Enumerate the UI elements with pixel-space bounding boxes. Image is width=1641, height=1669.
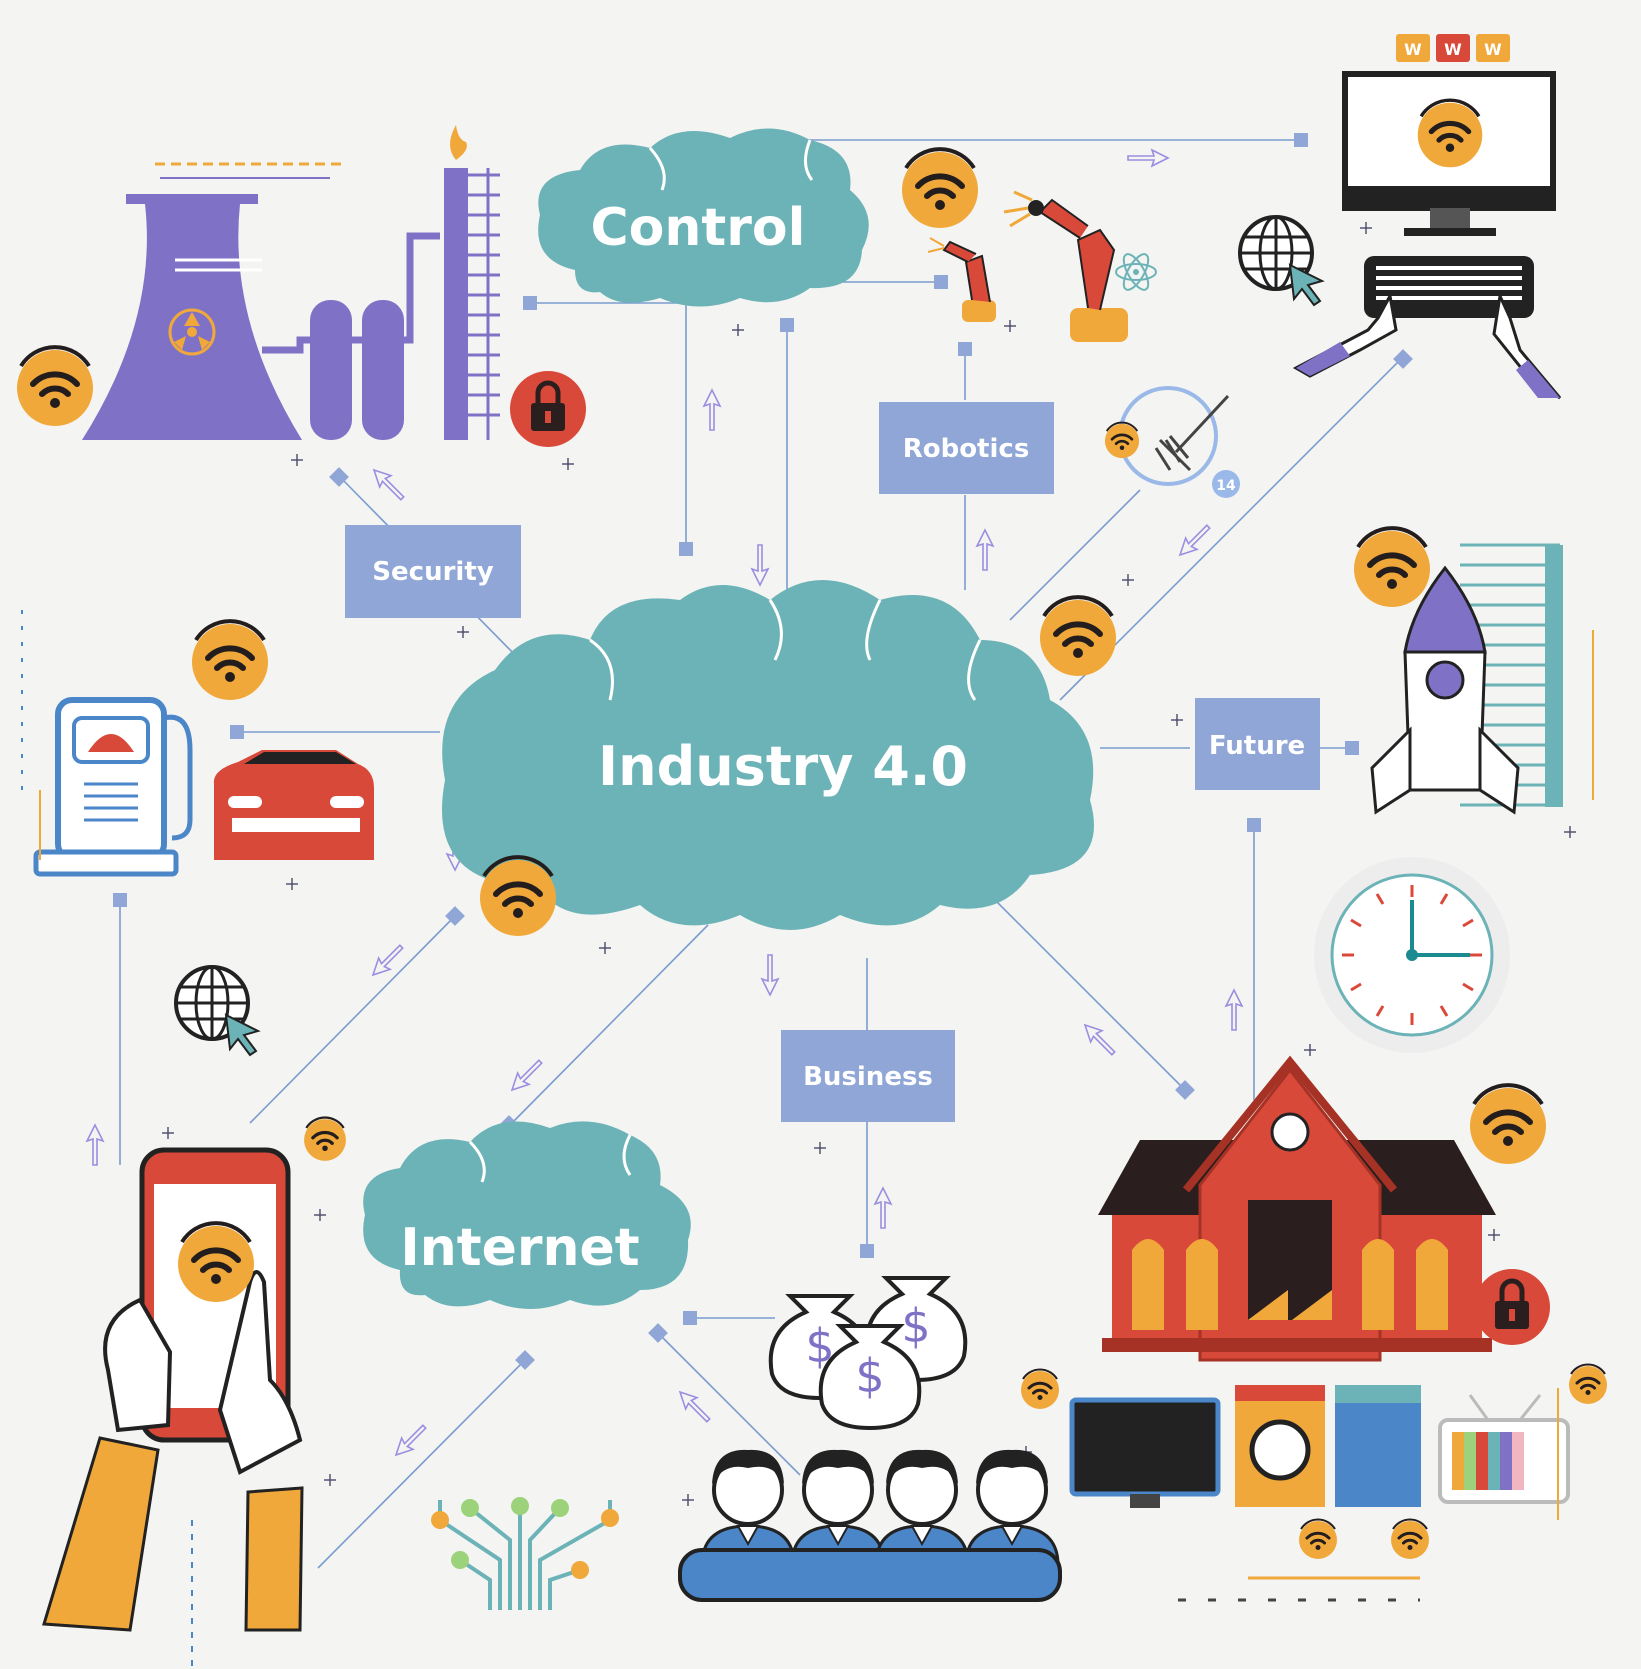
rocket-wifi-icon bbox=[1354, 528, 1430, 607]
industry-cloud-label: Industry 4.0 bbox=[598, 735, 968, 798]
station-wifi-icon bbox=[192, 621, 268, 700]
money-bags-illustration: $ $ $ bbox=[768, 1276, 968, 1430]
robotics-box: Robotics bbox=[879, 402, 1054, 494]
house-illustration bbox=[1098, 1055, 1496, 1362]
control-cloud: Control bbox=[538, 128, 869, 307]
retro-tv-wifi-icon bbox=[1567, 1363, 1609, 1406]
www-tab-2: W bbox=[1444, 40, 1462, 59]
tv-wifi-icon bbox=[1019, 1368, 1061, 1411]
business-label: Business bbox=[803, 1062, 933, 1092]
team-illustration bbox=[678, 1447, 1062, 1602]
car-illustration bbox=[213, 750, 374, 860]
robot-wifi-icon bbox=[902, 149, 978, 228]
security-label: Security bbox=[372, 557, 493, 587]
control-cloud-label: Control bbox=[591, 198, 806, 258]
clock-illustration bbox=[1314, 857, 1510, 1053]
decorative-dashes bbox=[21, 610, 1559, 1602]
farm-badge-number: 14 bbox=[1216, 478, 1236, 494]
computer-wifi-icon bbox=[1418, 100, 1483, 167]
top-globe-icon bbox=[1238, 215, 1324, 307]
appliances-illustration bbox=[1069, 1385, 1570, 1508]
dollar-sign-3: $ bbox=[855, 1349, 884, 1403]
left-globe-icon bbox=[174, 965, 260, 1057]
www-tab-3: W bbox=[1484, 40, 1502, 59]
internet-cloud: Internet bbox=[363, 1121, 691, 1309]
rocket-illustration bbox=[1370, 543, 1594, 815]
house-wifi-icon bbox=[1470, 1085, 1546, 1164]
appliance-wifi-icon-1 bbox=[1297, 1518, 1339, 1561]
charging-station-illustration bbox=[33, 697, 193, 877]
small-wifi-phone-icon bbox=[302, 1115, 348, 1163]
phone-wifi-icon bbox=[178, 1223, 254, 1302]
plant-lock-icon bbox=[510, 371, 586, 447]
center-right-wifi-icon bbox=[1040, 597, 1116, 676]
house-lock-icon bbox=[1474, 1269, 1550, 1345]
internet-cloud-label: Internet bbox=[400, 1218, 639, 1278]
circuit-illustration bbox=[431, 1497, 619, 1610]
computer-illustration: W W W bbox=[1292, 34, 1562, 400]
dollar-sign-1: $ bbox=[805, 1319, 834, 1373]
security-box: Security bbox=[345, 525, 521, 618]
plant-wifi-icon bbox=[17, 347, 93, 426]
center-left-wifi-icon bbox=[480, 857, 556, 936]
industry-cloud: Industry 4.0 bbox=[442, 580, 1094, 930]
business-box: Business bbox=[781, 1030, 955, 1122]
future-box: Future bbox=[1195, 698, 1320, 790]
future-label: Future bbox=[1209, 731, 1305, 761]
power-plant-illustration bbox=[82, 125, 500, 440]
www-tab-1: W bbox=[1404, 40, 1422, 59]
robotics-label: Robotics bbox=[903, 434, 1030, 464]
farm-wifi-icon bbox=[1103, 421, 1141, 460]
appliance-wifi-icon-2 bbox=[1389, 1518, 1431, 1561]
robot-arms-illustration bbox=[927, 190, 1157, 342]
farm-icon: 14 bbox=[1118, 386, 1240, 498]
smartphone-illustration bbox=[42, 1147, 304, 1669]
dollar-sign-2: $ bbox=[901, 1299, 930, 1353]
